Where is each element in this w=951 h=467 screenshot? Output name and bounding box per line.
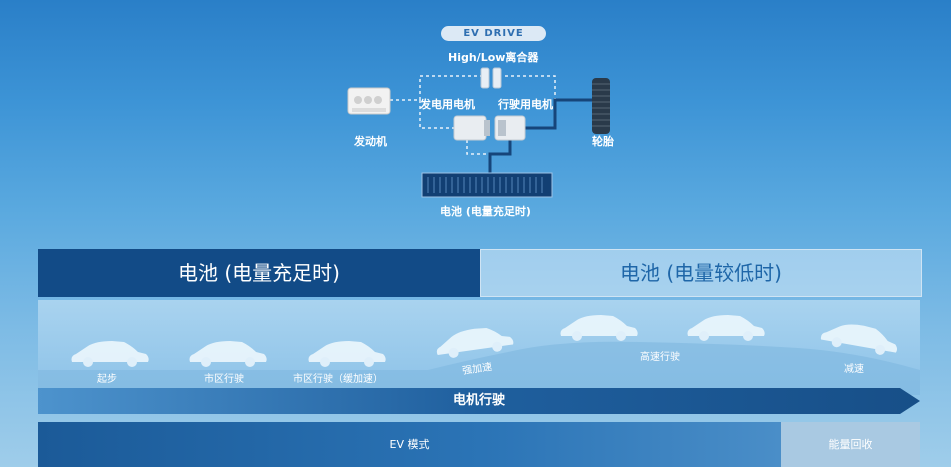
battery-full-label: 电池 (电量充足时) <box>178 261 340 285</box>
generator-motor-icon <box>453 115 490 141</box>
regen-label: 能量回收 <box>828 438 873 451</box>
clutch-icon <box>480 67 502 89</box>
scene-label-city-gentle: 市区行驶（缓加速） <box>293 374 383 385</box>
clutch-label: High/Low离合器 <box>448 51 539 64</box>
powertrain-diagram <box>347 67 610 198</box>
car-icon <box>687 315 765 341</box>
motor-drive-arrow <box>38 388 920 414</box>
battery-full-band: 电池 (电量充足时) <box>38 249 480 297</box>
battery-low-band: 电池 (电量较低时) <box>480 249 922 297</box>
car-icon <box>820 324 898 355</box>
drive-shaft-lines <box>488 98 595 175</box>
car-icon <box>308 341 386 367</box>
battery-low-label: 电池 (电量较低时) <box>620 261 782 285</box>
car-icon <box>436 328 514 358</box>
dashed-power-paths <box>390 75 570 155</box>
scene-label-highway: 高速行驶 <box>640 352 680 363</box>
car-icon <box>189 341 267 367</box>
car-icon <box>560 315 638 341</box>
engine-label: 发动机 <box>354 135 387 148</box>
scene-label-start: 起步 <box>97 374 117 385</box>
motor-drive-label: 电机行驶 <box>452 393 505 408</box>
ev-mode-bar: EV 模式 <box>38 422 781 467</box>
tire-label: 轮胎 <box>592 135 614 148</box>
ev-drive-badge: EV DRIVE <box>441 26 546 41</box>
drive-motor-icon <box>494 115 526 141</box>
ev-mode-label: EV 模式 <box>389 438 430 451</box>
generator-label: 发电用电机 <box>420 98 475 111</box>
battery-icon <box>421 172 553 198</box>
tire-icon <box>592 78 610 134</box>
drive-motor-label: 行驶用电机 <box>498 98 553 111</box>
scene-label-decel: 减速 <box>844 364 864 375</box>
scene-label-city: 市区行驶 <box>204 374 244 385</box>
regen-bar: 能量回收 <box>781 422 920 467</box>
engine-icon <box>347 87 391 115</box>
car-icon <box>71 341 149 367</box>
road-profile <box>38 341 920 395</box>
battery-label: 电池 (电量充足时) <box>440 205 531 218</box>
